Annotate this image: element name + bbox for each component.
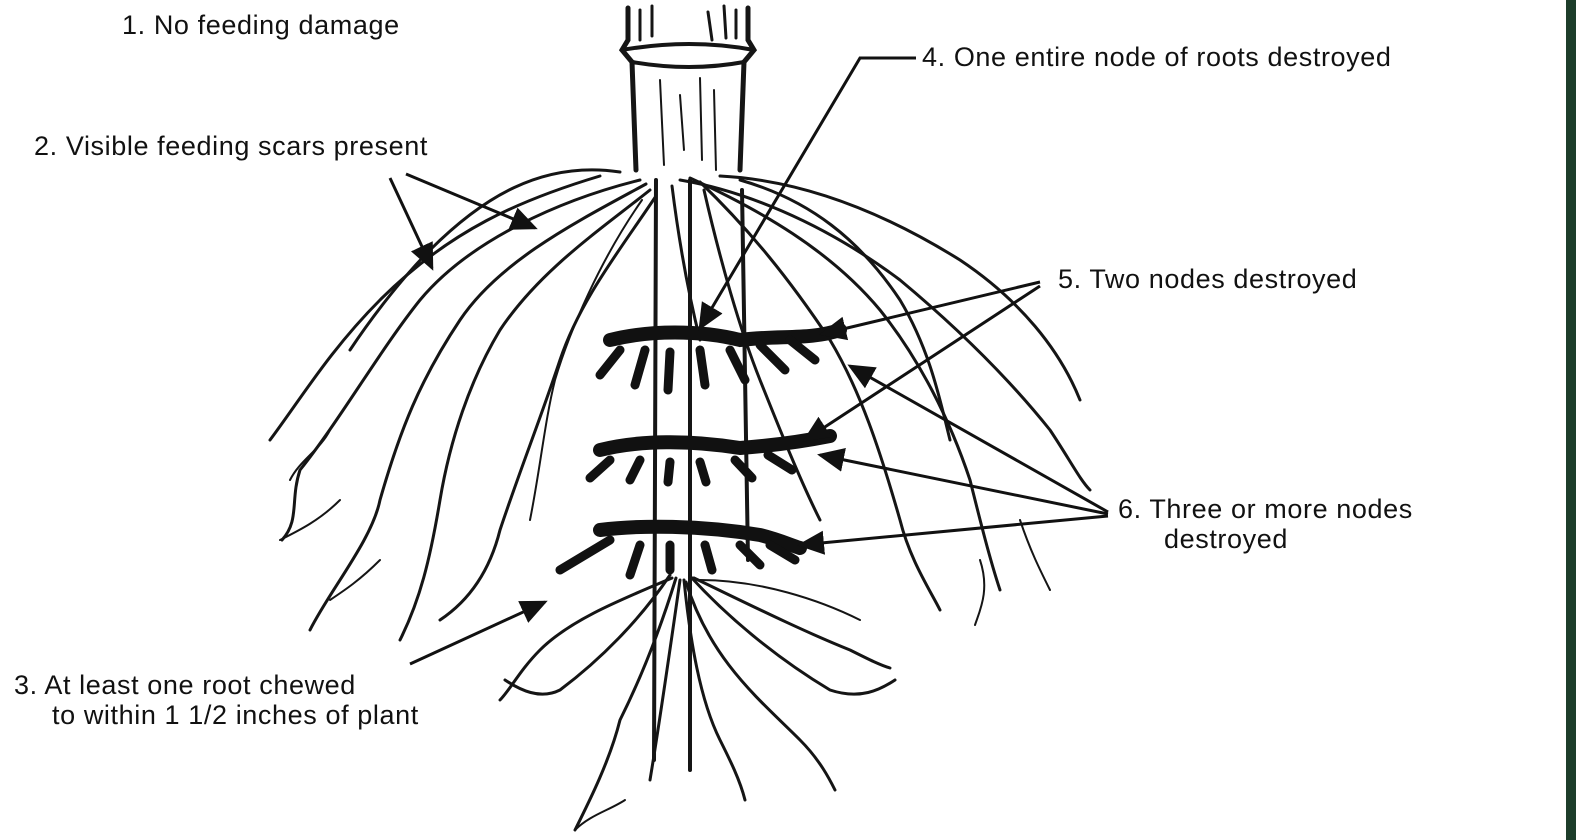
label-text-line-2: destroyed bbox=[1118, 524, 1413, 554]
label-text: 2. Visible feeding scars present bbox=[34, 131, 428, 161]
label-one-root-chewed: 3. At least one root chewed to within 1 … bbox=[14, 670, 419, 730]
root-node-1 bbox=[600, 330, 840, 390]
label-three-or-more-nodes: 6. Three or more nodes destroyed bbox=[1118, 494, 1413, 554]
corn-stalk bbox=[622, 6, 754, 770]
label-no-feeding-damage: 1. No feeding damage bbox=[122, 10, 400, 40]
label-text-line-2: to within 1 1/2 inches of plant bbox=[14, 700, 419, 730]
label-text: 5. Two nodes destroyed bbox=[1058, 264, 1357, 294]
label-text: 4. One entire node of roots destroyed bbox=[922, 42, 1391, 72]
root-node-3 bbox=[560, 527, 800, 575]
label-text: 1. No feeding damage bbox=[122, 10, 400, 40]
right-edge-bar bbox=[1566, 0, 1576, 840]
root-mass-lower bbox=[500, 575, 895, 830]
label-text-line-1: 3. At least one root chewed bbox=[14, 670, 419, 700]
root-mass-upper bbox=[270, 170, 1090, 640]
label-visible-feeding-scars: 2. Visible feeding scars present bbox=[34, 131, 428, 161]
label-text-line-1: 6. Three or more nodes bbox=[1118, 494, 1413, 524]
label-one-node-destroyed: 4. One entire node of roots destroyed bbox=[922, 42, 1391, 72]
label-two-nodes-destroyed: 5. Two nodes destroyed bbox=[1058, 264, 1357, 294]
label-arrows bbox=[390, 58, 1108, 664]
